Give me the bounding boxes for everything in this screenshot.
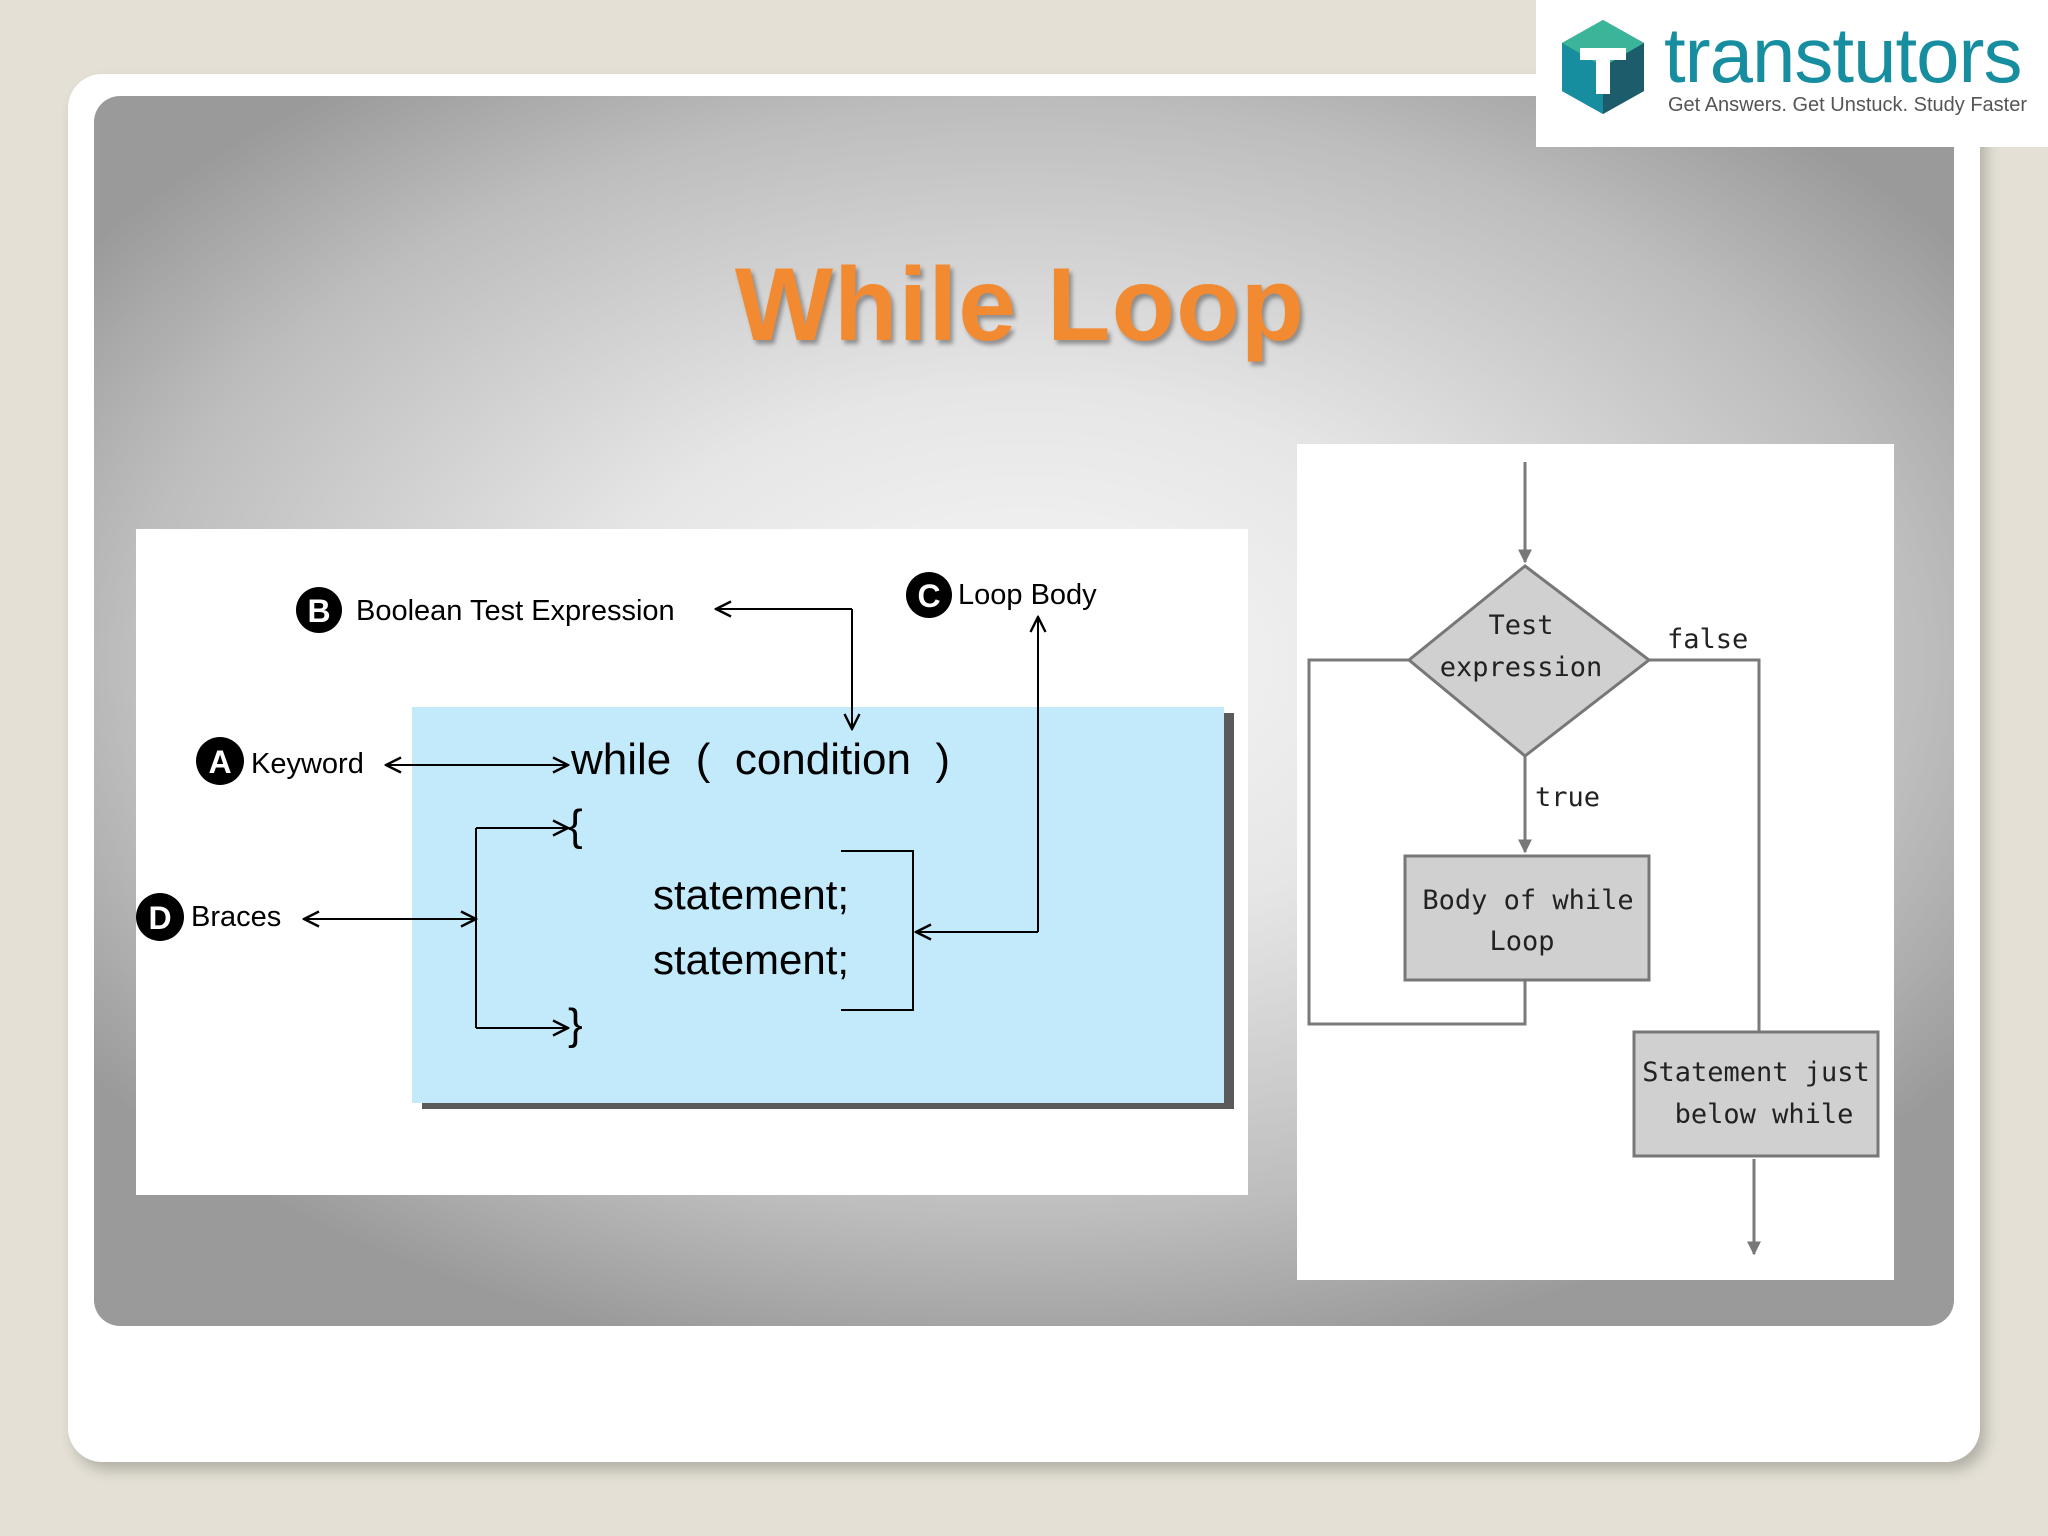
svg-text:Loop Body: Loop Body [958, 579, 1097, 611]
svg-text:A: A [208, 744, 231, 780]
decision-line-1: Test [1488, 610, 1553, 641]
badge-d-icon [136, 893, 184, 941]
svg-text:C: C [917, 578, 940, 614]
body-line-1: Body of while [1422, 885, 1633, 916]
svg-text:Boolean Test Expression: Boolean Test Expression [356, 595, 675, 627]
body-box [1403, 854, 1651, 982]
exit-line-2: below while [1675, 1099, 1854, 1130]
transtutors-logo[interactable]: transtutors Get Answers. Get Unstuck. St… [1536, 0, 2048, 147]
exit-line-1: Statement just [1642, 1057, 1870, 1088]
decision-line-2: expression [1440, 652, 1603, 683]
true-label: true [1535, 782, 1600, 813]
close-brace: } [568, 1000, 583, 1049]
badge-b-icon [296, 587, 342, 633]
exit-box [1632, 1030, 1880, 1158]
flow-false-path [1649, 658, 1761, 1032]
label-d-braces: D Braces [136, 893, 281, 941]
badge-a-icon [196, 737, 244, 785]
body-line-2: Loop [1489, 926, 1554, 957]
label-c-loop-body: C Loop Body [906, 572, 1097, 618]
flow-loop-back [1307, 658, 1527, 1026]
badge-c-icon [906, 572, 952, 618]
while-syntax-diagram: while ( condition ) { statement; stateme… [136, 529, 1248, 1195]
statement-bracket [841, 850, 914, 1011]
open-brace: { [568, 801, 583, 850]
statement-line-1: statement; [653, 871, 849, 918]
statement-line-2: statement; [653, 936, 849, 983]
while-condition-line: while ( condition ) [570, 735, 950, 784]
decision-diamond [1406, 564, 1652, 758]
svg-text:B: B [307, 593, 330, 629]
svg-text:D: D [148, 900, 171, 936]
transtutors-logo-icon [1562, 20, 1644, 114]
svg-text:Braces: Braces [191, 901, 281, 933]
svg-text:Keyword: Keyword [251, 748, 364, 780]
label-a-keyword: A Keyword [196, 737, 364, 785]
label-b-boolean-test-expression: B Boolean Test Expression [296, 587, 675, 633]
slide-title: While Loop [734, 247, 1306, 363]
while-flowchart: Test expression true false Body of while… [1297, 444, 1894, 1280]
logo-wordmark: transtutors [1664, 11, 2022, 99]
logo-tagline: Get Answers. Get Unstuck. Study Faster [1668, 94, 2028, 116]
false-label: false [1667, 624, 1748, 655]
